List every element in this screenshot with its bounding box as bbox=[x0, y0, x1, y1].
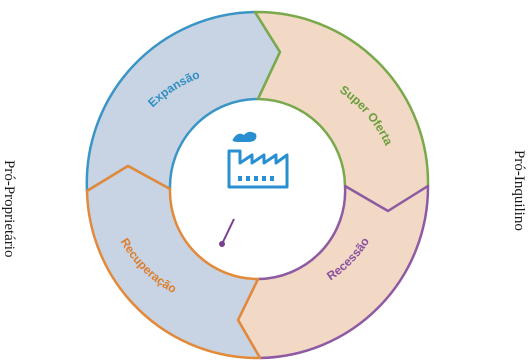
center-circle bbox=[173, 104, 343, 274]
pro-proprietario-label: Pró-Proprietário bbox=[1, 160, 17, 258]
segment-recuperacao bbox=[85, 164, 262, 360]
pro-inquilino-label: Pró-Inquilino bbox=[511, 150, 527, 231]
cycle-needle bbox=[219, 218, 235, 247]
segment-super-oferta bbox=[253, 10, 430, 213]
factory-icon bbox=[227, 131, 289, 189]
segment-expansao bbox=[85, 10, 282, 193]
